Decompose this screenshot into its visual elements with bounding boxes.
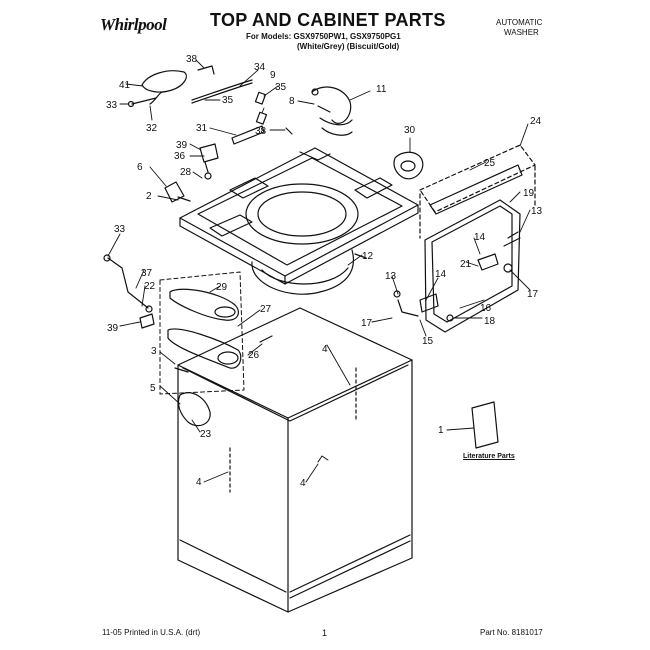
callout-11: 11 — [376, 84, 387, 95]
washer-top — [179, 147, 419, 285]
callout-14-upper: 14 — [474, 232, 486, 243]
callout-4-front: 4 — [300, 478, 306, 489]
callout-9: 9 — [270, 70, 276, 81]
page-title: TOP AND CABINET PARTS — [210, 10, 446, 30]
callout-12: 12 — [362, 251, 374, 262]
callout-8: 8 — [289, 96, 295, 107]
callout-5: 5 — [150, 383, 156, 394]
dashed-group-box — [159, 271, 245, 395]
callout-35-right: 35 — [275, 82, 287, 93]
callout-33-top: 33 — [106, 100, 118, 111]
callout-numbers: 41 33 32 38 34 9 35 35 8 11 31 38 39 36 … — [106, 54, 543, 489]
hinge-parts — [393, 231, 521, 322]
callout-4-top: 4 — [322, 344, 328, 355]
appliance-type-line1: AUTOMATIC — [496, 18, 543, 27]
callout-14-lower: 14 — [435, 269, 447, 280]
print-info: 11-05 Printed in U.S.A. (drt) — [102, 628, 201, 637]
callout-32: 32 — [146, 123, 158, 134]
callout-6: 6 — [137, 162, 143, 173]
callout-13-left: 13 — [385, 271, 397, 282]
callout-24: 24 — [530, 116, 542, 127]
knob-30 — [393, 151, 424, 180]
callout-3: 3 — [151, 346, 157, 357]
appliance-type-line2: WASHER — [504, 28, 539, 37]
callout-34: 34 — [254, 62, 266, 73]
callout-19: 19 — [523, 188, 535, 199]
lid-assembly — [419, 144, 536, 333]
callout-39-bottom: 39 — [107, 323, 119, 334]
callout-2: 2 — [146, 191, 152, 202]
callout-13-right: 13 — [531, 206, 543, 217]
color-variants-line: (White/Grey) (Biscuit/Gold) — [297, 42, 400, 51]
callout-23: 23 — [200, 429, 212, 440]
callout-15: 15 — [422, 336, 434, 347]
callout-41: 41 — [119, 80, 131, 91]
page-number: 1 — [322, 628, 328, 638]
leader-lines — [107, 59, 531, 483]
callout-29: 29 — [216, 282, 228, 293]
part-number: Part No. 8181017 — [480, 628, 543, 637]
callout-36: 36 — [174, 151, 186, 162]
callout-30: 30 — [404, 125, 416, 136]
callout-38-top: 38 — [186, 54, 198, 65]
left-small-parts — [103, 65, 268, 427]
callout-21: 21 — [460, 259, 472, 270]
tub-ring — [251, 249, 367, 295]
callout-28: 28 — [180, 167, 192, 178]
callout-37: 37 — [141, 268, 153, 279]
gasket-29 — [169, 288, 239, 321]
callout-27: 27 — [260, 304, 272, 315]
callout-26: 26 — [248, 350, 260, 361]
bracket-27 — [167, 328, 273, 369]
callout-33-bottom: 33 — [114, 224, 126, 235]
callout-22: 22 — [144, 281, 156, 292]
callout-35-left: 35 — [222, 95, 234, 106]
callout-1: 1 — [438, 425, 444, 436]
literature-parts-label: Literature Parts — [463, 453, 515, 460]
callout-17-right: 17 — [527, 289, 539, 300]
callout-25: 25 — [484, 158, 496, 169]
cabinet — [177, 307, 413, 613]
callout-17-left: 17 — [361, 318, 373, 329]
wire-harness-11 — [285, 86, 353, 136]
callout-39-top: 39 — [176, 140, 188, 151]
callout-16: 16 — [480, 303, 492, 314]
callout-18: 18 — [484, 316, 496, 327]
callout-38-mid: 38 — [255, 126, 267, 137]
callout-4-left: 4 — [196, 477, 202, 488]
literature-part — [471, 401, 499, 449]
callout-31: 31 — [196, 123, 208, 134]
brand-logo: Whirlpool — [100, 15, 167, 34]
models-line: For Models: GSX9750PW1, GSX9750PG1 — [246, 32, 401, 41]
